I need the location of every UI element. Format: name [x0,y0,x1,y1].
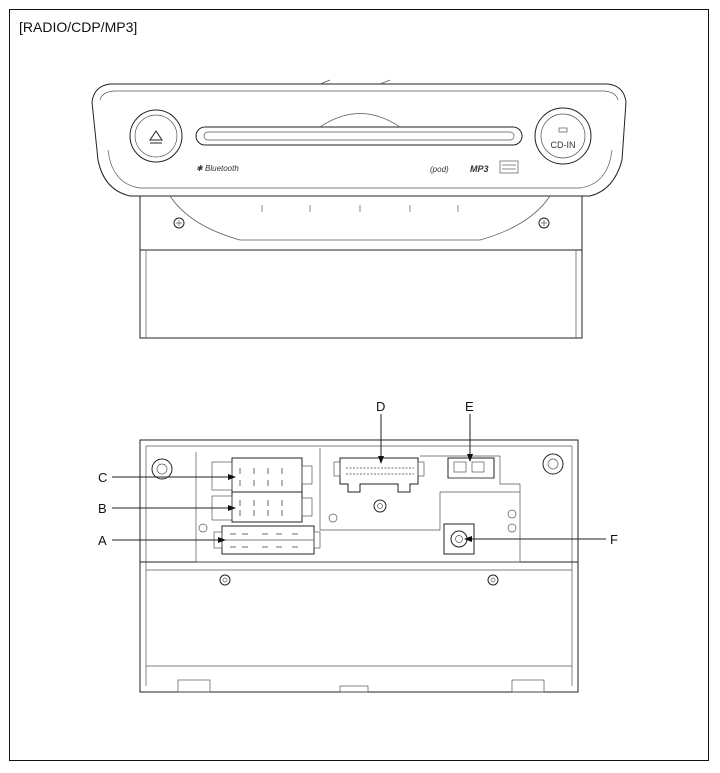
connector-c [211,457,313,493]
label-e: E [465,399,474,414]
connector-e [447,457,495,479]
label-b: B [98,501,107,516]
front-view: CD-IN ✱ Bluetooth (pod) MP3 [91,79,627,339]
label-f: F [610,532,618,547]
label-d: D [376,399,385,414]
front-screw-left [173,217,185,229]
cd-in-label: CD-IN [551,140,576,150]
bluetooth-logo: ✱ Bluetooth [196,164,239,173]
diagram-frame [9,9,709,761]
eject-button [129,109,183,163]
connector-d [333,457,425,493]
mp3-logo: MP3 [470,164,489,174]
mount-left [151,458,173,480]
bluetooth-icon: ✱ [196,164,204,173]
label-c: C [98,470,107,485]
bluetooth-label: Bluetooth [205,164,239,173]
cd-in-button: CD-IN [534,107,592,165]
connector-a [213,525,321,555]
cd-logo [499,160,519,174]
front-screw-right [538,217,550,229]
connector-b [211,491,313,523]
mount-right [542,453,564,475]
callouts: C B A D E F [98,399,618,548]
ipod-logo: (pod) [430,165,449,174]
label-a: A [98,533,107,548]
diagram-title: [RADIO/CDP/MP3] [19,19,138,35]
rear-view: C B A D E F [98,399,618,693]
